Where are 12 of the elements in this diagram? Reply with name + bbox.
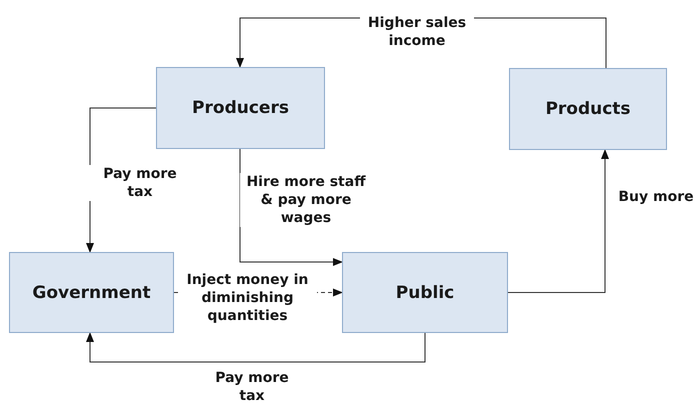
process-box xyxy=(342,252,508,333)
process-box xyxy=(9,252,174,333)
node-label: Producers xyxy=(192,98,289,118)
arrow xyxy=(86,332,426,362)
edge-label: Inject money in diminishing quantities xyxy=(178,271,317,325)
process-box xyxy=(509,68,667,150)
node-label: Products xyxy=(545,99,631,119)
node-label: Public xyxy=(396,282,454,302)
process-box xyxy=(156,67,325,149)
arrow xyxy=(240,148,343,266)
node-label: Government xyxy=(32,282,151,302)
arrow xyxy=(508,149,609,293)
